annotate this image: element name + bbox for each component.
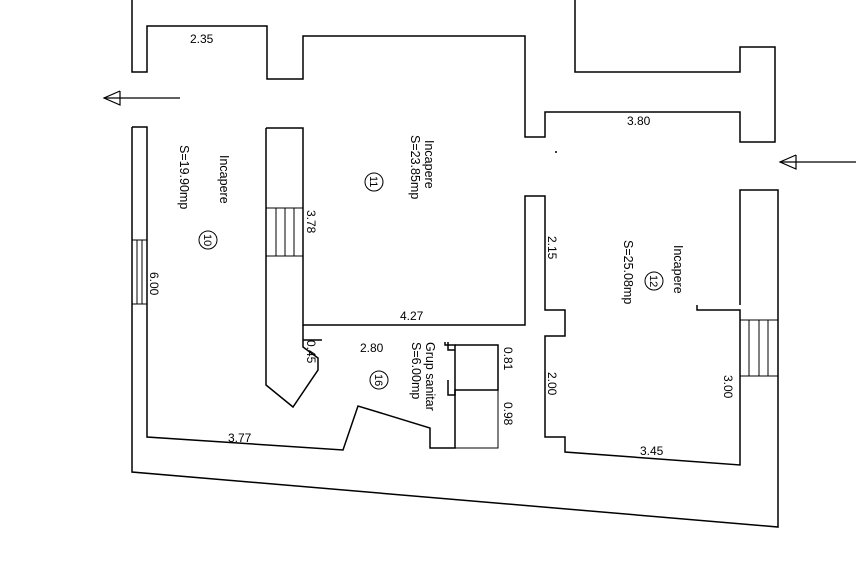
dim-2-80: 2.80 (360, 341, 384, 355)
wall-stair-column (266, 127, 741, 466)
room-11-number: 11 (367, 176, 379, 187)
arrow-left-icon (102, 90, 180, 106)
stairs-right (739, 319, 779, 377)
room-10-area: S=19.90mp (177, 145, 191, 209)
room-11-label: Incapere S=23.85mp 11 (364, 135, 436, 199)
dim-0-45: 0.45 (304, 340, 318, 364)
wall-sanitary-inner (447, 342, 455, 351)
dimension-labels: 2.35 3.80 4.27 2.80 3.77 3.45 3.78 6.00 … (147, 32, 735, 458)
room-16-number-circle (369, 370, 389, 390)
dim-3-00: 3.00 (721, 375, 735, 399)
room-11-number-circle (364, 172, 384, 192)
room-16-label: Grup sanitar S=6.00mp 16 (369, 342, 437, 411)
room-16-area: S=6.00mp (409, 342, 423, 399)
room-10-name: Incapere (217, 155, 231, 204)
dim-3-77: 3.77 (228, 431, 252, 445)
room-16-name: Grup sanitar (423, 342, 437, 411)
dim-2-15: 2.15 (545, 236, 559, 260)
room-12-label: Incapere S=25.08mp 12 (621, 240, 685, 304)
wall-top-left (131, 0, 776, 143)
room-12-number-circle (644, 271, 664, 291)
dim-6-00: 6.00 (147, 272, 161, 296)
dim-2-35: 2.35 (190, 32, 214, 46)
dim-3-78: 3.78 (304, 210, 318, 234)
window-left (131, 239, 148, 305)
room-12-name: Incapere (671, 245, 685, 294)
room-10-number: 10 (201, 234, 213, 246)
room-12-number: 12 (647, 275, 659, 287)
room-16-number: 16 (372, 374, 384, 386)
dim-4-27: 4.27 (400, 309, 424, 323)
wall-sanitary-right (455, 390, 499, 449)
room-10-label: Incapere S=19.90mp 10 (177, 145, 231, 250)
wall-sanitary-divider (447, 344, 499, 396)
dim-3-80: 3.80 (627, 114, 651, 128)
room-10-number-circle (198, 230, 218, 250)
room-11-name: Incapere (422, 140, 436, 189)
dim-2-00: 2.00 (545, 372, 559, 396)
room-12-area: S=25.08mp (621, 240, 635, 304)
wall-room-10-outer (132, 126, 456, 451)
dim-0-81: 0.81 (501, 347, 515, 371)
marker-dot (555, 151, 557, 153)
stairs-left (265, 207, 304, 257)
wall-stair-slant (265, 128, 319, 409)
arrow-right-icon (778, 154, 856, 170)
room-11-area: S=23.85mp (408, 135, 422, 199)
dim-0-98: 0.98 (501, 402, 515, 426)
dim-3-45: 3.45 (640, 444, 664, 458)
